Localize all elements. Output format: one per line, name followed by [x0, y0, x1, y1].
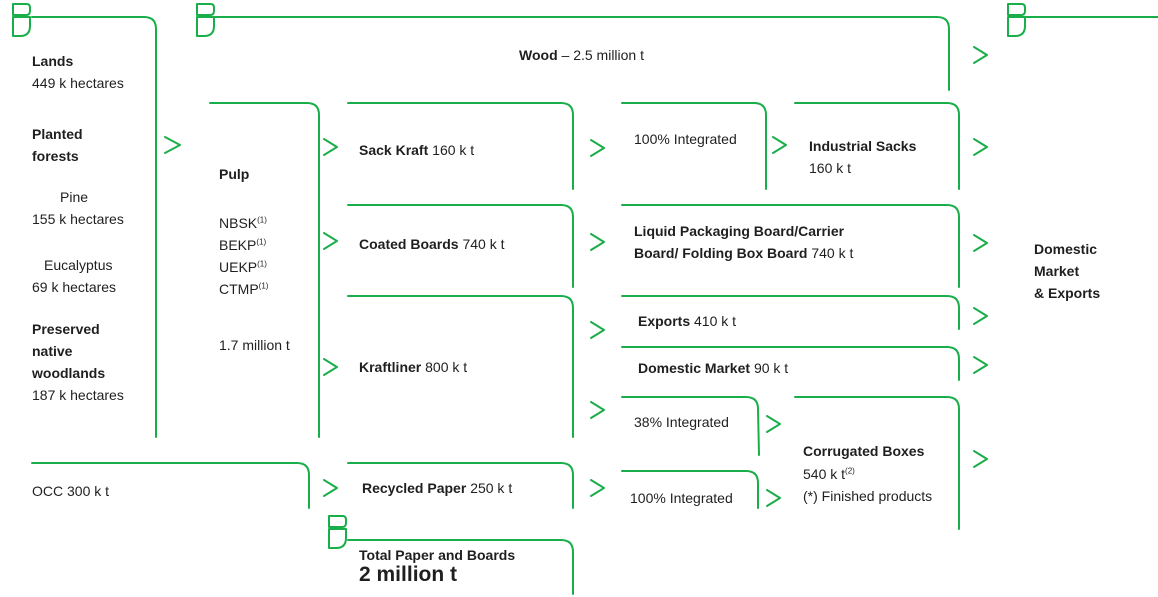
pulp-type: BEKP(1) [219, 237, 267, 253]
pulp-type: UEKP(1) [219, 259, 267, 275]
pulp-type: CTMP(1) [219, 281, 269, 297]
market-line-1: Domestic [1034, 241, 1098, 257]
pulp-total: 1.7 million t [219, 337, 290, 353]
preserved-title-1: Preserved [32, 321, 100, 337]
leaf-icon [196, 3, 215, 37]
market-line-3: & Exports [1034, 285, 1101, 301]
industrial-sacks-title: Industrial Sacks [809, 138, 917, 154]
wood-label: Wood – 2.5 million t [519, 44, 644, 66]
recycled-paper-label: Recycled Paper 250 k t [362, 480, 513, 496]
recycled-integration: 100% Integrated [630, 490, 733, 506]
liquid-packaging-line-1: Liquid Packaging Board/Carrier [634, 223, 845, 239]
lands-bar [31, 16, 157, 438]
planted-title-2: forests [32, 148, 79, 164]
leaf-icon [12, 3, 31, 37]
leaf-icon [328, 515, 347, 549]
corrugated-boxes-title: Corrugated Boxes [803, 443, 925, 459]
total-value: 2 million t [359, 563, 458, 586]
planted-title-1: Planted [32, 126, 83, 142]
domestic-market-label: Domestic Market 90 k t [638, 360, 789, 376]
industrial-sacks-value: 160 k t [809, 160, 852, 176]
kraftliner-label: Kraftliner 800 k t [359, 359, 468, 375]
wood-value: – 2.5 million t [561, 47, 644, 63]
wood-bar [214, 16, 950, 91]
liquid-packaging-line-2: Board/ Folding Box Board 740 k t [634, 245, 854, 261]
preserved-title-2: native [32, 343, 73, 359]
coated-boards-label: Coated Boards 740 k t [359, 236, 505, 252]
exports-label: Exports 410 k t [638, 313, 737, 329]
leaf-icon [1007, 3, 1026, 37]
sack-integration: 100% Integrated [634, 131, 737, 147]
preserved-title-3: woodlands [32, 365, 106, 381]
pulp-type: NBSK(1) [219, 215, 267, 231]
eucalyptus-name: Eucalyptus [44, 257, 113, 273]
corrugated-boxes-value: 540 k t(2) [803, 466, 855, 482]
occ-label: OCC 300 k t [32, 483, 110, 499]
wood-name: Wood [519, 47, 558, 63]
lands-value: 449 k hectares [32, 75, 124, 91]
corrugated-finished-note: (*) Finished products [803, 488, 933, 504]
total-title: Total Paper and Boards [359, 547, 516, 563]
kraftliner-integration: 38% Integrated [634, 414, 729, 430]
eucalyptus-value: 69 k hectares [32, 279, 117, 295]
chevron-right-icon [164, 46, 988, 507]
pulp-bar [209, 102, 320, 438]
preserved-value: 187 k hectares [32, 387, 124, 403]
pine-value: 155 k hectares [32, 211, 124, 227]
market-line-2: Market [1034, 263, 1080, 279]
pulp-title: Pulp [219, 166, 250, 182]
lands-title: Lands [32, 53, 74, 69]
pine-name: Pine [60, 189, 89, 205]
sack-kraft-label: Sack Kraft 160 k t [359, 142, 475, 158]
